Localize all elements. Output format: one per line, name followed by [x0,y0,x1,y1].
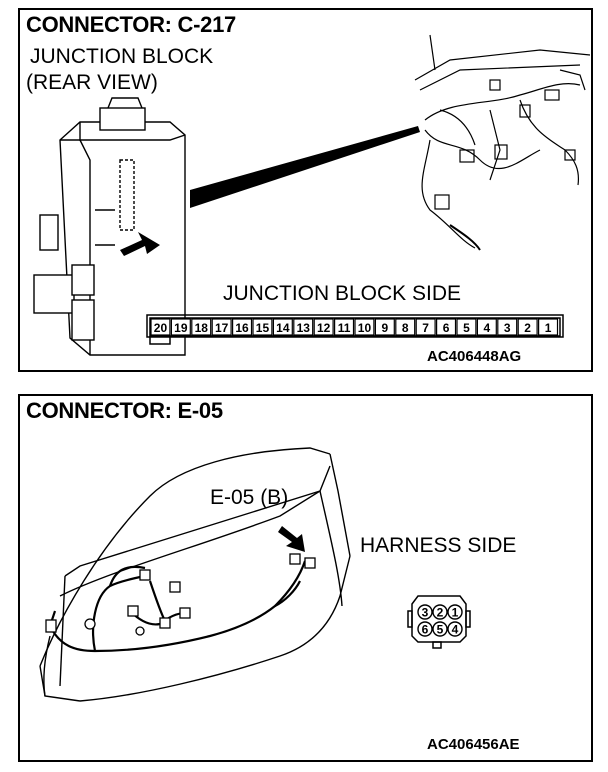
pin-label: 10 [358,321,372,335]
pin-cell [395,318,416,336]
pin-label: 6 [443,321,450,335]
illustration-code: AC406448AG [427,348,522,365]
pin-cell [252,318,273,336]
pin-label: 5 [463,321,470,335]
pin-cell [293,318,314,336]
pin-label: 3 [504,321,511,335]
pin-cell [354,318,375,336]
pin-cell [436,318,457,336]
junction-block-label: JUNCTION BLOCK [30,45,214,68]
pin-label: 17 [215,321,229,335]
pin-label: 1 [452,606,459,620]
pin-label: 2 [524,321,531,335]
pin-label: 18 [195,321,209,335]
harness-side-label: HARNESS SIDE [360,534,517,557]
pin-cell [476,318,497,336]
junction-block-drawing [33,97,186,356]
pin-cell [537,318,559,336]
rear-view-label: (REAR VIEW) [26,71,158,94]
pin-label: 11 [338,321,351,335]
pin-label: 14 [276,321,290,335]
c217-connector-face [146,314,564,345]
dashboard-harness-drawing [414,34,591,251]
pin-label: 4 [452,623,459,637]
pin-label: 6 [422,623,429,637]
door-drawing [39,447,351,702]
pin-cell [447,604,463,620]
pin-cell [432,604,448,620]
pin-label: 9 [382,321,389,335]
pin-label: 13 [297,321,311,335]
leader-beam [190,126,420,208]
junction-block-side-label: JUNCTION BLOCK SIDE [223,282,462,305]
pin-cell [232,318,253,336]
pin-cell [150,318,171,336]
pin-cell [417,604,433,620]
pin-cell [417,621,433,637]
pin-label: 15 [256,321,270,335]
pin-cell [374,318,395,336]
pin-label: 12 [317,321,331,335]
arrow-icon [120,232,160,256]
harness-connectors [45,553,316,636]
pin-cell [313,318,334,336]
illustration-code: AC406456AE [427,736,520,753]
pin-label: 2 [437,606,444,620]
pin-label: 19 [174,321,188,335]
pin-label: 16 [235,321,249,335]
connector-title: CONNECTOR: C-217 [26,12,236,37]
pin-label: 8 [402,321,409,335]
pin-label: 20 [154,321,168,335]
pin-label: 5 [437,623,444,637]
pin-cell [170,318,191,336]
connector-title: CONNECTOR: E-05 [26,398,223,423]
pin-cell [497,318,518,336]
pin-cell [432,621,448,637]
pin-label: 1 [545,321,552,335]
pin-label: 7 [422,321,429,335]
pin-cell [447,621,463,637]
pin-label: 4 [484,321,491,335]
pin-cell [334,318,355,336]
pin-cell [456,318,477,336]
pin-cell [272,318,293,336]
pin-cell [211,318,232,336]
pin-label: 3 [422,606,429,620]
pin-cell [191,318,212,336]
pin-cell [517,318,538,336]
callout-label: E-05 (B) [210,486,289,509]
pin-cell [415,318,436,336]
arrow-icon [278,526,305,552]
